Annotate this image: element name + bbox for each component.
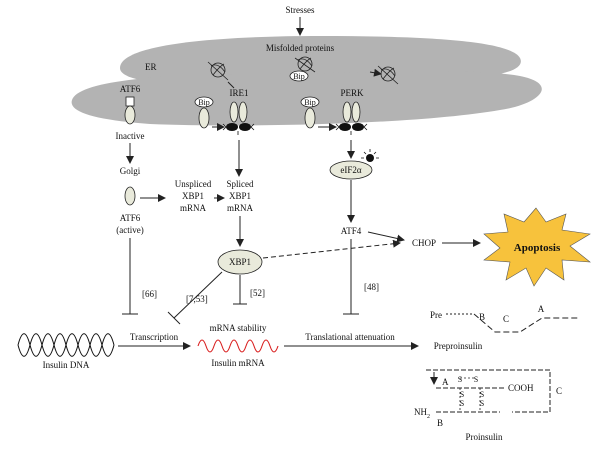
unspliced-mrna-label: mRNA <box>180 203 207 213</box>
inactive-label: Inactive <box>116 131 145 141</box>
spliced-label: Spliced <box>227 179 254 189</box>
s-label: S <box>460 399 464 408</box>
bip-label: Bip <box>198 98 210 107</box>
atf6-label: ATF6 <box>120 84 141 94</box>
preproinsulin-label: Preproinsulin <box>434 341 483 351</box>
apoptosis-burst-icon <box>483 207 591 287</box>
misfolded-proteins-label: Misfolded proteins <box>266 43 335 53</box>
mrna-wave-icon <box>197 339 279 353</box>
ref-52-label: [52] <box>250 288 265 298</box>
transcription-label: Transcription <box>130 332 179 342</box>
spliced-xbp1-label: XBP1 <box>229 191 251 201</box>
xbp1-to-chop-dashed-arrow <box>262 239 401 259</box>
translational-attenuation-label: Translational attenuation <box>305 332 395 342</box>
mrna-stability-label: mRNA stability <box>210 323 267 333</box>
ire1-monomer-icon <box>198 107 210 129</box>
atf4-label: ATF4 <box>341 226 362 236</box>
bip-icon <box>194 96 214 108</box>
inhibition-bar <box>167 311 181 325</box>
tangle-arrow <box>227 81 235 89</box>
pre-label: Pre <box>430 310 442 320</box>
pre-a-label: A <box>538 304 545 314</box>
tangle-arrow <box>369 68 382 77</box>
nh2-label: NH2 <box>414 407 430 420</box>
atf6-active-sub-label: (active) <box>116 225 143 235</box>
ref-66-label: [66] <box>142 289 157 299</box>
eif2a-label: eIF2α <box>340 165 361 175</box>
chop-label: CHOP <box>412 238 436 248</box>
perk-dimer-icon <box>335 101 368 135</box>
s-label: S <box>480 390 484 399</box>
bip-label: Bip <box>304 98 316 107</box>
xbp1-inhibit-transcription-line <box>173 271 223 319</box>
ire1-label: IRE1 <box>230 88 249 98</box>
stresses-label: Stresses <box>286 5 315 15</box>
s-label: S <box>460 390 464 399</box>
bip-icon <box>300 96 320 108</box>
atf4-to-chop-arrow <box>367 231 405 243</box>
proinsulin-label: Proinsulin <box>465 432 503 442</box>
eif2a-protein-icon <box>329 160 373 180</box>
atf6-active-icon <box>124 186 136 206</box>
spliced-mrna-label: mRNA <box>227 203 254 213</box>
pre-c-label: C <box>503 314 509 324</box>
preproinsulin-chain <box>473 313 580 333</box>
xbp1-protein-icon <box>217 249 263 275</box>
bip-bound-icon <box>289 70 309 82</box>
atf6-receptor-icon <box>124 105 136 125</box>
pro-a-label: A <box>442 377 449 387</box>
unspliced-xbp1-label: XBP1 <box>182 191 204 201</box>
ref-7-53-label: [7,53] <box>186 294 208 304</box>
atf6-active-label: ATF6 <box>120 213 141 223</box>
cooh-label: COOH <box>508 383 534 393</box>
perk-label: PERK <box>340 88 364 98</box>
insulin-dna-label: Insulin DNA <box>43 360 90 370</box>
s-label: S <box>474 375 478 384</box>
misfolded-protein-icon <box>294 56 316 73</box>
phosphate-icon <box>361 149 379 162</box>
s-label: S <box>458 375 462 384</box>
pre-b-label: B <box>479 312 485 322</box>
s-label: S <box>480 399 484 408</box>
xbp1-label: XBP1 <box>229 257 251 267</box>
insulin-mrna-label: Insulin mRNA <box>211 358 265 368</box>
ref-48-label: [48] <box>364 282 379 292</box>
dna-helix-icon <box>17 333 115 357</box>
er-label: ER <box>145 62 157 72</box>
bip-label: Bip <box>293 72 305 81</box>
pro-b-label: B <box>437 418 443 428</box>
pro-c-label: C <box>556 386 562 396</box>
apoptosis-label: Apoptosis <box>514 242 561 254</box>
unspliced-label: Unspliced <box>175 179 212 189</box>
golgi-label: Golgi <box>120 166 141 176</box>
atf6-domain-icon <box>125 96 135 107</box>
perk-monomer-icon <box>304 107 316 129</box>
proinsulin-structure <box>426 369 551 413</box>
misfolded-protein-icon <box>207 61 229 81</box>
